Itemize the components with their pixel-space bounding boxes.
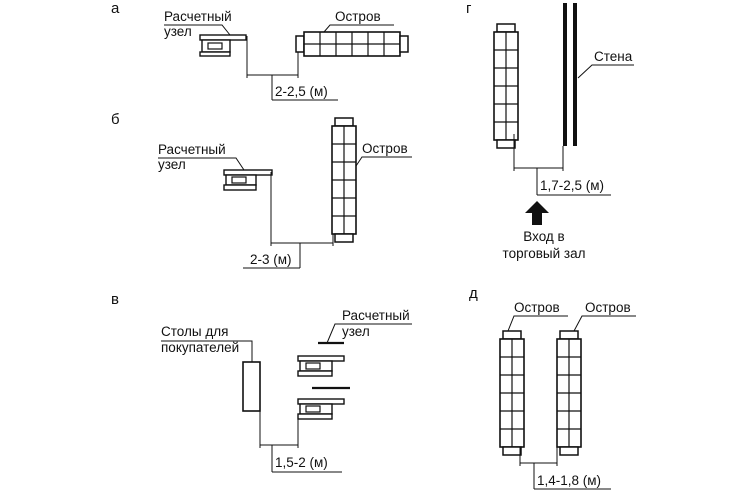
panel-g-wall-left	[563, 3, 567, 146]
panel-d-letter: д	[469, 285, 478, 302]
panel-g-wall-leader	[577, 64, 634, 79]
panel-v-tables-leader	[161, 340, 253, 362]
panel-a: а Расчетный узел 2-2,5 (м) Остров	[111, 0, 409, 101]
panel-v-tables-label-line2: покупателей	[161, 340, 239, 355]
panel-d-island-right-leader	[573, 315, 636, 332]
panel-d-island-right	[556, 330, 582, 456]
panel-d-island-left	[499, 330, 525, 456]
panel-d-distance-label: 1,4-1,8 (м)	[537, 473, 601, 488]
panel-b-checkout-leader	[158, 157, 245, 171]
panel-v-checkout-leader	[326, 323, 412, 344]
panel-a-island-label: Остров	[335, 9, 381, 24]
panel-g-island	[493, 23, 519, 149]
panel-b-letter: б	[111, 111, 120, 128]
panel-b-island-leader	[355, 156, 412, 167]
panel-d-island-left-label: Остров	[514, 300, 560, 315]
panel-g-letter: г	[466, 0, 472, 17]
panel-b-checkout-label-line1: Расчетный	[158, 142, 226, 157]
panel-v-distance-label: 1,5-2 (м)	[275, 455, 328, 470]
panel-a-distance-label: 2-2,5 (м)	[275, 84, 328, 99]
panel-b-checkout-label-line2: узел	[158, 157, 186, 172]
panel-a-letter: а	[111, 0, 120, 17]
panel-d-island-right-label: Остров	[585, 300, 631, 315]
panel-d-island-left-leader	[507, 315, 568, 332]
panel-b-distance-label: 2-3 (м)	[250, 252, 292, 267]
panel-b-island-label: Остров	[362, 141, 408, 156]
panel-v-tables-label-line1: Столы для	[161, 324, 228, 339]
panel-d: д Остров Остров 1,4-1,8 (м)	[469, 285, 636, 490]
panel-v-checkout-label-line2: узел	[342, 324, 370, 339]
panel-v-letter: в	[111, 291, 119, 308]
panel-a-checkout-label-line2: узел	[164, 24, 192, 39]
panel-g-wall-label: Стена	[594, 49, 633, 64]
panel-b-checkout-counter	[223, 169, 273, 191]
panel-a-island-leader	[323, 24, 394, 33]
panel-g-entrance-label-line1: Вход в	[523, 229, 564, 244]
panel-a-checkout-counter	[199, 34, 247, 57]
panel-g-entrance-arrow	[525, 201, 549, 225]
panel-a-island	[295, 31, 409, 57]
panel-v-customer-table	[242, 361, 261, 412]
panel-b: б Расчетный узел 2-3 (м) Остров	[111, 111, 412, 269]
panel-b-island	[331, 117, 357, 243]
panel-v-checkout-counter-1	[297, 355, 345, 377]
panel-a-checkout-leader	[164, 24, 231, 36]
panel-v: в Столы для покупателей Расчетный узел 1…	[111, 291, 412, 473]
panel-g-wall-right	[573, 3, 577, 146]
panel-g: г Стена 1,7-2,5 (м) Вход в торговый зал	[466, 0, 634, 261]
panel-v-checkout-counter-2	[297, 398, 345, 420]
panel-g-distance-label: 1,7-2,5 (м)	[540, 178, 604, 193]
panel-g-entrance-label-line2: торговый зал	[503, 246, 586, 261]
panel-v-checkout-label-line1: Расчетный	[342, 308, 410, 323]
panel-a-checkout-label-line1: Расчетный	[164, 9, 232, 24]
